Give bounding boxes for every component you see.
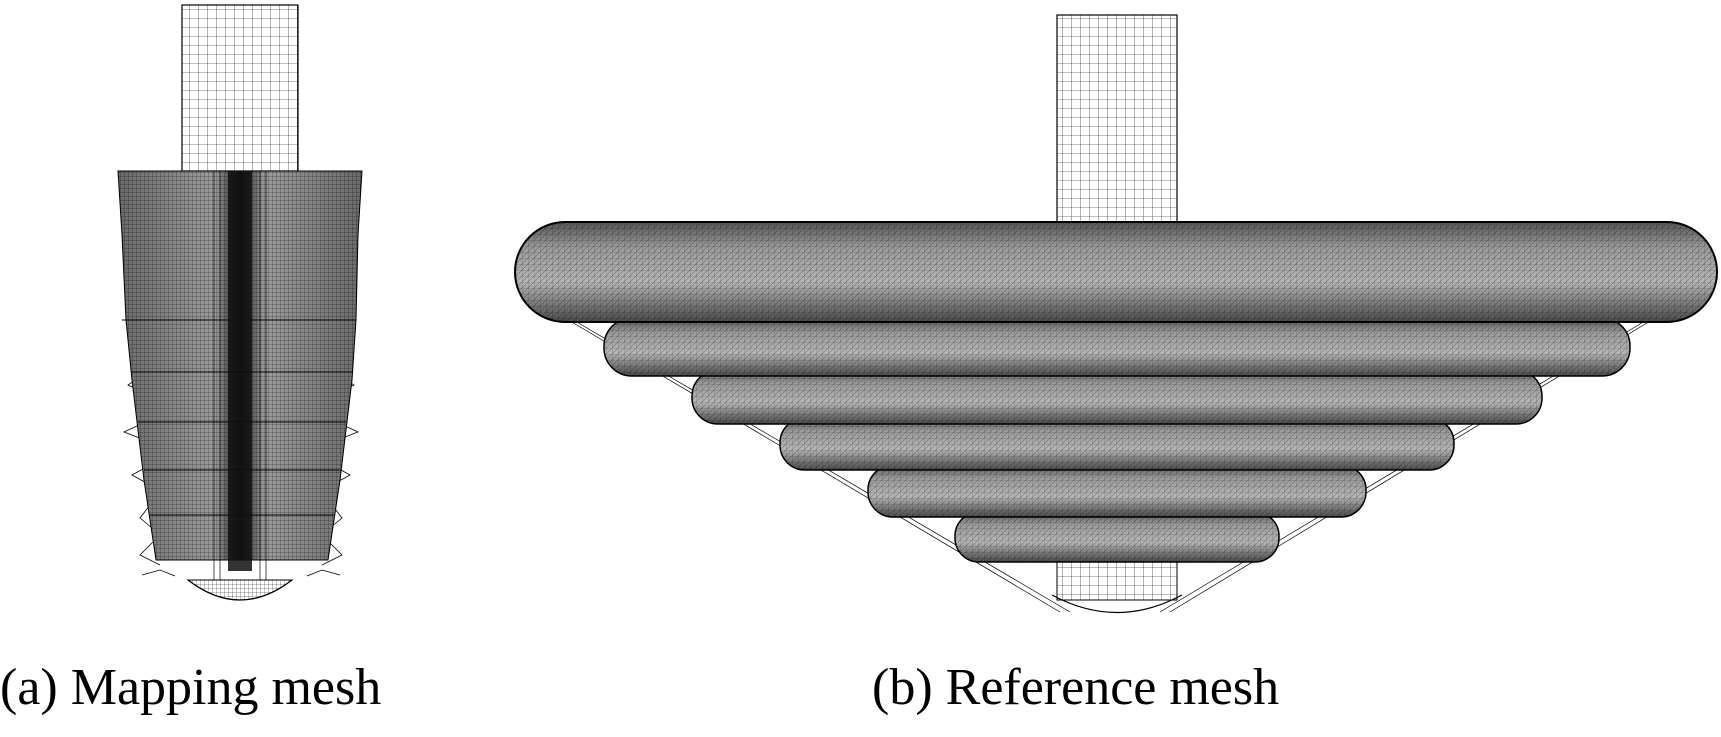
mapping-mesh-body: [117, 170, 363, 580]
caption-reference-mesh: (b) Reference mesh: [872, 659, 1280, 716]
ring-1-top: [514, 221, 1718, 323]
ring-6: [954, 511, 1280, 563]
reference-mesh-rings: [514, 221, 1718, 563]
mapping-mesh-shaft: [181, 4, 299, 172]
mapping-mesh-panel: [117, 4, 363, 601]
ring-4: [779, 417, 1455, 471]
ring-5: [867, 464, 1367, 518]
caption-mapping-mesh: (a) Mapping mesh: [0, 659, 382, 716]
mapping-mesh-tip: [186, 579, 294, 601]
reference-mesh-shaft: [1056, 14, 1178, 226]
ring-2: [603, 317, 1631, 377]
reference-mesh-panel: [514, 14, 1718, 614]
ring-3: [691, 369, 1543, 425]
reference-mesh-lower-shaft: [1051, 559, 1183, 614]
